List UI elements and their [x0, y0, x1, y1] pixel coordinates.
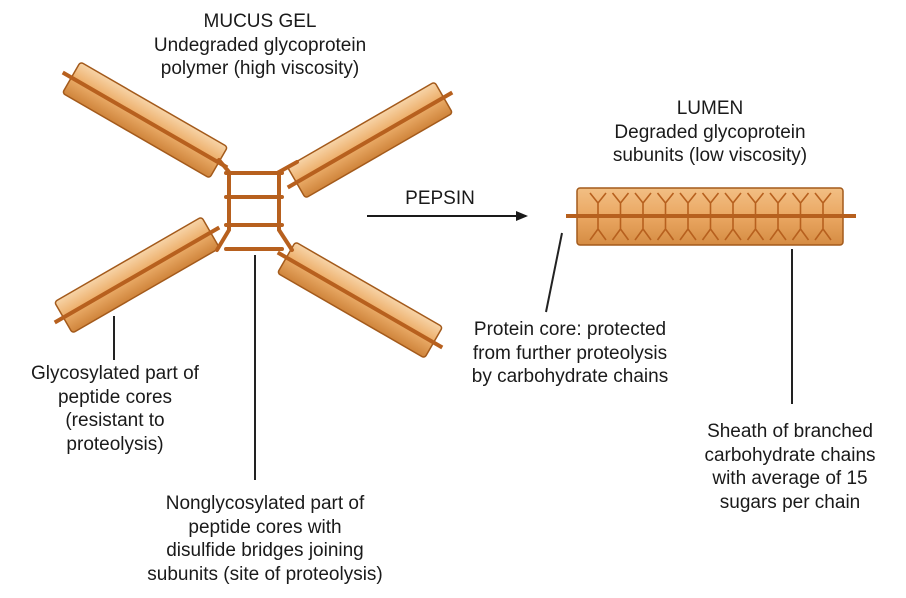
carbohydrate-chain-upper: [589, 192, 607, 214]
mucus-gel-label: MUCUS GEL Undegraded glycoprotein polyme…: [130, 10, 390, 81]
glycosylated-label: Glycosylated part of peptide cores (resi…: [5, 362, 225, 456]
carbohydrate-chain-upper: [746, 192, 765, 214]
lumen-label: LUMEN Degraded glycoprotein subunits (lo…: [580, 97, 840, 168]
carbohydrate-chain-upper: [814, 192, 832, 214]
disulfide-bridges: [215, 158, 299, 252]
carbohydrate-chain-lower: [611, 218, 630, 241]
nonglycosylated-label: Nonglycosylated part of peptide cores wi…: [120, 492, 410, 586]
carbohydrate-chain-lower: [814, 218, 832, 241]
carbohydrate-chain-upper: [769, 192, 787, 214]
mucus-gel-line-2: polymer (high viscosity): [160, 58, 360, 79]
mucus-gel-line-1: Undegraded glycoprotein: [153, 34, 367, 56]
lumen-title: LUMEN: [676, 98, 744, 119]
carbohydrate-chain-upper: [679, 192, 697, 214]
nonglycosylated-line-4: subunits (site of proteolysis): [147, 563, 383, 585]
carbohydrate-chain-lower: [724, 218, 742, 241]
sheath-line-4: sugars per chain: [719, 491, 861, 513]
protein-core-line-3: by carbohydrate chains: [471, 366, 669, 387]
sheath-line-2: carbohydrate chains: [704, 444, 876, 466]
sheath-label: Sheath of branched carbohydrate chains w…: [675, 420, 905, 514]
carbohydrate-chain-lower: [791, 218, 810, 241]
carbohydrate-chain-lower: [634, 218, 652, 241]
carbohydrate-chain-lower: [746, 218, 765, 241]
nonglycosylated-line-2: peptide cores with: [188, 516, 342, 538]
nonglycosylated-line-1: Nonglycosylated part of: [165, 493, 365, 514]
sheath-line-1: Sheath of branched: [707, 421, 873, 442]
carbohydrate-chain-lower: [656, 218, 675, 241]
lumen-line-2: subunits (low viscosity): [612, 145, 808, 166]
carbohydrate-chain-upper: [634, 192, 652, 214]
glycosylated-line-3: (resistant to: [65, 410, 165, 431]
rod-bottom-right: [276, 242, 444, 358]
degraded-subunit-bar: [566, 187, 856, 246]
glycosylated-line-2: peptide cores: [57, 386, 173, 408]
nonglycosylated-line-3: disulfide bridges joining: [166, 540, 364, 561]
carbohydrate-chains: [589, 192, 832, 241]
carbohydrate-chain-upper: [701, 192, 720, 214]
protein-core-label: Protein core: protected from further pro…: [440, 318, 700, 389]
leader-lines: [113, 232, 793, 480]
lumen-line-1: Degraded glycoprotein: [614, 121, 806, 143]
mucus-gel-title: MUCUS GEL: [203, 11, 317, 32]
carbohydrate-chain-lower: [589, 218, 607, 241]
rod-bottom-left: [53, 217, 221, 333]
carbohydrate-chain-upper: [724, 192, 742, 214]
glycosylated-line-1: Glycosylated part of: [31, 363, 199, 384]
rod-top-left: [61, 62, 229, 178]
rod-top-right: [286, 82, 454, 198]
pepsin-label: PEPSIN: [405, 188, 475, 209]
carbohydrate-chain-lower: [769, 218, 787, 241]
carbohydrate-chain-lower: [679, 218, 697, 241]
carbohydrate-chain-lower: [701, 218, 720, 241]
glycosylated-line-4: proteolysis): [66, 433, 164, 455]
sheath-line-3: with average of 15: [712, 468, 868, 489]
carbohydrate-chain-upper: [791, 192, 810, 214]
carbohydrate-chain-upper: [656, 192, 675, 214]
carbohydrate-chain-upper: [611, 192, 630, 214]
protein-core-line-1: Protein core: protected: [473, 319, 667, 340]
protein-core-line-2: from further proteolysis: [472, 342, 668, 364]
